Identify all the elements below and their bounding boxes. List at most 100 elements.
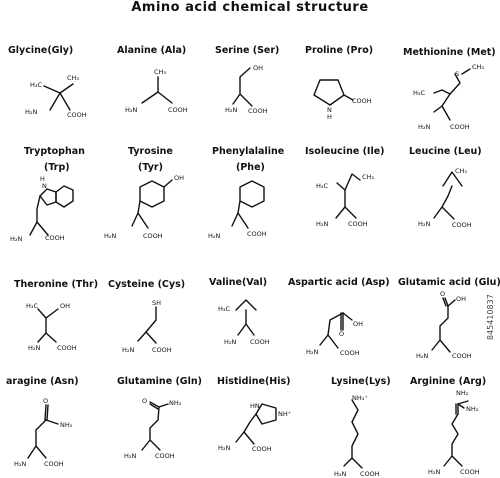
page-title: Amino acid chemical structure: [131, 0, 369, 15]
label: H₂N: [208, 232, 220, 240]
label: H₂N: [416, 352, 428, 360]
label: COOH: [452, 221, 472, 229]
label: COOH: [168, 106, 188, 114]
label: COOH: [248, 107, 268, 115]
label: CH₃: [362, 173, 374, 181]
label: COOH: [348, 220, 368, 228]
label: COOH: [57, 344, 77, 352]
label: COOH: [340, 349, 360, 357]
structure-ser: OH H₂N COOH: [225, 64, 268, 115]
name-leu: Leucine (Leu): [409, 146, 482, 157]
label: S: [455, 70, 459, 78]
name-val: Valine(Val): [209, 277, 268, 288]
label: COOH: [252, 445, 272, 453]
name-gly: Glycine(Gly): [8, 45, 74, 56]
label: COOH: [44, 460, 64, 468]
name-met: Methionine (Met): [403, 47, 496, 58]
structure-gly: H₃C CH₃ H₂N COOH: [25, 74, 87, 119]
label: H₃C: [218, 305, 230, 313]
stock-watermark-id: 845410837: [486, 294, 495, 340]
label: H₂N: [25, 108, 37, 116]
label: H₂N: [125, 106, 137, 114]
name-asn: aragine (Asn): [6, 376, 79, 387]
label: COOH: [152, 346, 172, 354]
label: H₂N: [428, 468, 440, 476]
label: COOH: [460, 468, 480, 476]
name-trp: Tryptophan: [24, 146, 85, 157]
label: H₂N: [225, 106, 237, 114]
label: H₂N: [224, 338, 236, 346]
structure-gln: O NH₂ H₂N COOH: [124, 397, 182, 460]
structure-pro: N H COOH: [313, 79, 372, 121]
structure-lys: NH₃⁺ H₂N COOH: [334, 394, 380, 478]
label: H₂N: [104, 232, 116, 240]
label: NH₂: [456, 389, 469, 397]
structure-val: H₃C H₂N COOH: [218, 299, 270, 346]
abbr-trp: (Trp): [44, 162, 70, 173]
structure-his: HN NH⁺ H₂N COOH: [218, 402, 291, 453]
structure-thr: H₃C OH H₂N COOH: [26, 302, 77, 352]
name-pro: Proline (Pro): [305, 45, 374, 56]
name-tyr: Tyrosine: [128, 146, 173, 157]
structure-leu: CH₃ H₂N COOH: [418, 167, 472, 229]
label: NH₃⁺: [352, 394, 368, 402]
label: COOH: [67, 111, 87, 119]
label: H₃C: [26, 302, 38, 310]
label: H₂N: [10, 235, 22, 243]
label: NH₂: [169, 399, 182, 407]
label: O: [142, 397, 147, 405]
structure-ile: CH₃ H₃C H₂N COOH: [316, 173, 374, 228]
label: NH₂: [60, 421, 73, 429]
label: O: [339, 330, 344, 338]
label: H: [327, 113, 332, 121]
label: COOH: [247, 230, 267, 238]
label: COOH: [45, 234, 65, 242]
label: COOH: [360, 470, 380, 478]
label: CH₃: [455, 167, 467, 175]
label: COOH: [143, 232, 163, 240]
label: H₃C: [30, 81, 42, 89]
abbr-tyr: (Tyr): [138, 162, 163, 173]
label: OH: [456, 295, 466, 303]
label: OH: [353, 320, 363, 328]
label: N: [42, 182, 47, 190]
label: OH: [253, 64, 263, 72]
label: H₂N: [316, 220, 328, 228]
label: COOH: [352, 97, 372, 105]
structure-trp: H N H₂N COOH: [10, 175, 74, 243]
structure-asp: OH O H₂N COOH: [306, 312, 363, 357]
name-ala: Alanine (Ala): [117, 45, 187, 56]
label: COOH: [155, 452, 175, 460]
name-lys: Lysine(Lys): [331, 376, 391, 387]
name-ile: Isoleucine (Ile): [305, 146, 385, 157]
label: COOH: [450, 123, 470, 131]
label: H₂N: [14, 460, 26, 468]
label: H₂N: [28, 344, 40, 352]
abbr-phe: (Phe): [236, 162, 265, 173]
structure-phe: H₂N COOH: [208, 180, 267, 240]
label: H₂N: [334, 470, 346, 478]
structure-arg: NH₂ NH₂ H₂N COOH: [428, 389, 480, 476]
name-arg: Arginine (Arg): [410, 376, 487, 387]
label: NH₂: [466, 405, 479, 413]
label: COOH: [250, 338, 270, 346]
structure-cys: SH H₂N COOH: [122, 299, 172, 354]
label: OH: [174, 174, 184, 182]
label: H₂N: [122, 346, 134, 354]
label: H₂N: [306, 348, 318, 356]
label: H₂N: [124, 452, 136, 460]
label: HN: [250, 402, 260, 410]
name-phe: Phenylalaline: [212, 146, 285, 157]
name-thr: Theronine (Thr): [14, 279, 99, 290]
label: COOH: [452, 352, 472, 360]
label: H₂N: [418, 123, 430, 131]
name-asp: Aspartic acid (Asp): [288, 277, 390, 288]
label: H₃C: [316, 182, 328, 190]
name-gln: Glutamine (Gln): [117, 376, 202, 387]
structure-tyr: OH H₂N COOH: [104, 174, 184, 240]
label: CH₃: [67, 74, 79, 82]
label: O: [440, 290, 445, 298]
name-cys: Cysteine (Cys): [108, 279, 186, 290]
structure-asn: O NH₂ H₂N COOH: [14, 397, 73, 468]
